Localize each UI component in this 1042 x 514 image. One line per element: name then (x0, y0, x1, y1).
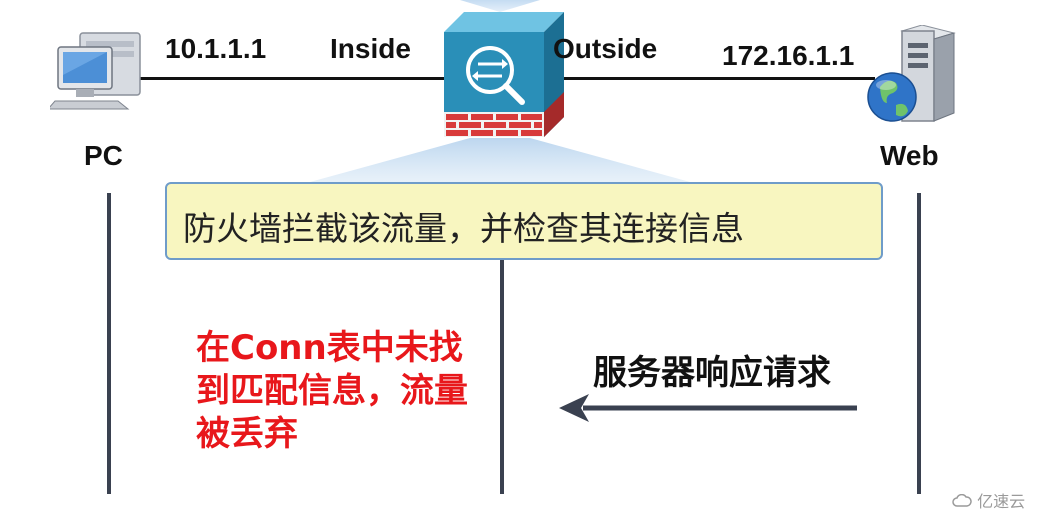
response-arrow (559, 394, 857, 422)
response-message: 服务器响应请求 (593, 353, 831, 393)
firewall-icon (444, 12, 564, 137)
desktop-computer-icon (50, 32, 141, 110)
web-ip-label: 172.16.1.1 (722, 40, 855, 71)
pc-label: PC (84, 140, 123, 171)
watermark: 亿速云 (952, 488, 1025, 512)
cloud-logo-icon (952, 493, 972, 507)
inside-label: Inside (330, 33, 411, 64)
web-timeline (917, 193, 921, 494)
web-server-globe-icon (867, 25, 956, 122)
pc-timeline (107, 193, 111, 494)
inspection-callout: 防火墙拦截该流量，并检查其连接信息 (165, 182, 883, 260)
outside-label: Outside (553, 33, 658, 64)
drop-message: 在Conn表中未找到匹配信息，流量被丢弃 (196, 328, 468, 454)
watermark-text: 亿速云 (977, 492, 1026, 511)
firewall-timeline (500, 260, 504, 494)
web-label: Web (880, 140, 939, 171)
pc-ip-label: 10.1.1.1 (165, 33, 267, 64)
callout-text: 防火墙拦截该流量，并检查其连接信息 (183, 209, 744, 248)
